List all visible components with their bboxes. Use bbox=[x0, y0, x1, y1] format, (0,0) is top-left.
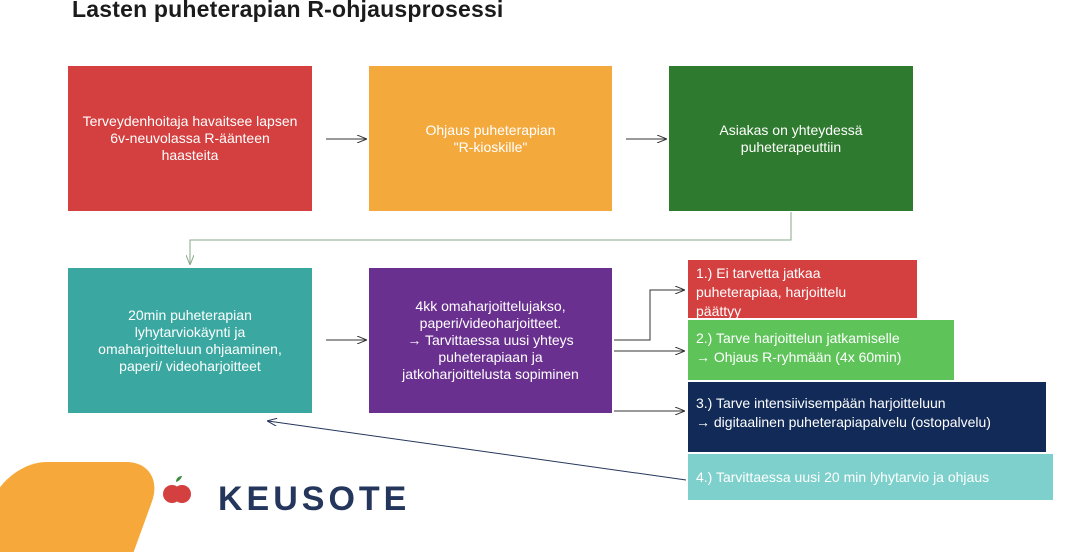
step-3-box: Asiakas on yhteydessä puheterapeuttiin bbox=[669, 66, 913, 211]
step-2-box: Ohjaus puheterapian "R-kioskille" bbox=[369, 66, 612, 211]
logo-shape-icon bbox=[0, 462, 167, 552]
apple-logo-icon bbox=[163, 476, 191, 503]
outcome-3-box: 3.) Tarve intensiivisempään harjoitteluu… bbox=[688, 382, 1046, 452]
arrow-step5-outcome1 bbox=[614, 290, 684, 341]
connector-lines bbox=[0, 0, 792, 481]
step-4-box: 20min puheterapian lyhytarviokäynti ja o… bbox=[68, 268, 312, 413]
step-5-box: 4kk omaharjoittelujakso, paperi/videohar… bbox=[369, 268, 612, 413]
arrow-outcome4-step4 bbox=[268, 421, 687, 481]
arrow-step3-step4 bbox=[190, 212, 792, 264]
page-title: Lasten puheterapian R-ohjausprosessi bbox=[72, 0, 504, 22]
outcome-4-box: 4.) Tarvittaessa uusi 20 min lyhytarvio … bbox=[688, 454, 1053, 500]
step-1-box: Terveydenhoitaja havaitsee lapsen 6v-neu… bbox=[68, 66, 312, 211]
outcome-1-box: 1.) Ei tarvetta jatkaa puheterapiaa, har… bbox=[688, 260, 917, 319]
outcome-2-box: 2.) Tarve harjoittelun jatkamiselle → Oh… bbox=[688, 320, 954, 380]
